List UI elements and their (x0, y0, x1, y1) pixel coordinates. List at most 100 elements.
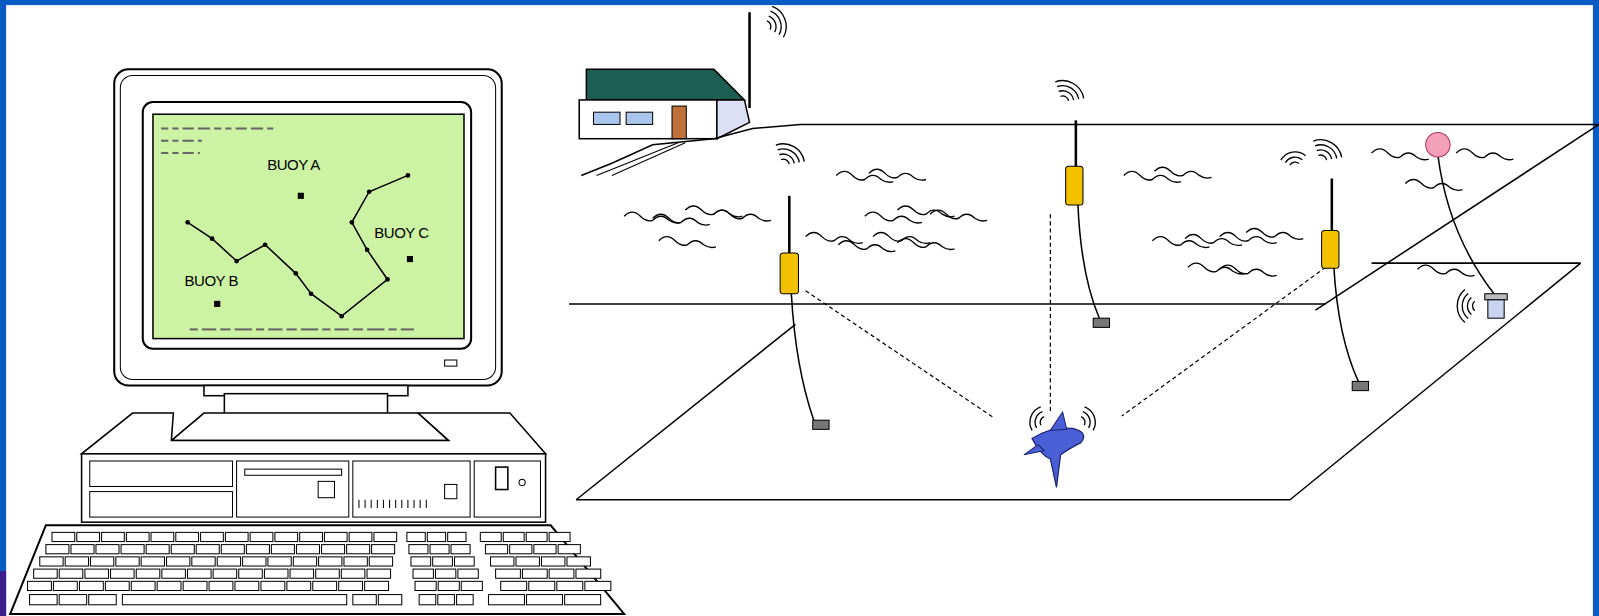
keyboard-key (296, 545, 319, 554)
vent-slot (414, 500, 415, 508)
screen-text-mark (172, 127, 178, 129)
buoy-label: BUOY A (267, 157, 320, 172)
keyboard-key (480, 532, 501, 541)
shark-fin (1024, 445, 1044, 455)
keyboard-key (496, 569, 521, 578)
screen-text-mark (172, 140, 178, 142)
keyboard-key (527, 595, 563, 605)
keyboard-key (485, 545, 507, 554)
background (6, 5, 1593, 616)
signal-arc (1281, 152, 1306, 160)
screen-text-mark (198, 127, 210, 129)
wave-mark (873, 233, 930, 244)
keyboard-key (221, 545, 244, 554)
signal-arc (1040, 417, 1044, 426)
keyboard-key (59, 569, 83, 578)
seabed-edge (576, 324, 795, 499)
buoy-body (1322, 230, 1339, 268)
keyboard-key (516, 557, 539, 566)
keyboard-key (250, 532, 273, 541)
keyboard-key (558, 545, 580, 554)
signal-arc (1317, 150, 1332, 159)
keyboard-key (151, 532, 174, 541)
screen-text-mark (225, 127, 231, 129)
keyboard-key (176, 532, 199, 541)
keyboard-key (427, 532, 445, 541)
keyboard-key (419, 595, 436, 605)
wave-mark (653, 214, 710, 225)
surface-float (1426, 133, 1450, 157)
screen-text-mark (190, 328, 198, 330)
keyboard-key (488, 595, 524, 605)
keyboard-key (30, 595, 58, 605)
anchor-weight (813, 420, 829, 429)
power-switch (496, 467, 508, 489)
keyboard-key (413, 569, 433, 578)
keyboard-key (567, 557, 590, 566)
keyboard (10, 525, 624, 614)
keyboard-key (461, 581, 482, 590)
track-points (185, 173, 410, 318)
house-door (672, 106, 686, 139)
keyboard-key (316, 569, 340, 578)
wave-mark (1246, 228, 1303, 239)
keyboard-key (146, 545, 169, 554)
vent-slot (358, 500, 359, 508)
track-point (263, 242, 268, 247)
monitor-base (171, 413, 448, 441)
keyboard-key (59, 595, 87, 605)
keyboard-key (407, 532, 425, 541)
keyboard-key (126, 532, 149, 541)
keyboard-key (121, 545, 144, 554)
signal-arc (1313, 140, 1341, 158)
signal-arc (1059, 91, 1074, 100)
screen-text-mark (235, 328, 252, 330)
shore-antenna (748, 12, 751, 108)
signal-arc (1055, 81, 1083, 99)
keyboard-key (503, 532, 524, 541)
signal-arc (1467, 297, 1471, 314)
keyboard-key (451, 545, 470, 554)
keyboard-key (213, 569, 237, 578)
keyboard-key (40, 557, 63, 566)
keyboard-key (565, 595, 601, 605)
screen-text-mark (214, 127, 221, 129)
signal-waves (767, 6, 1475, 430)
seabed-edge (576, 499, 1290, 501)
keyboard-key (90, 557, 113, 566)
keyboard-key (455, 557, 475, 566)
keyboard-key (201, 532, 224, 541)
buoy-label: BUOY B (185, 273, 238, 288)
buoy-marker (214, 301, 220, 307)
keyboard-key (136, 569, 160, 578)
wave-mark (897, 239, 954, 250)
vent-slot (420, 500, 421, 508)
wave-mark (1154, 167, 1211, 178)
keyboard-key (77, 532, 100, 541)
signal-arc (1030, 407, 1041, 430)
keyboard-key (167, 557, 190, 566)
track-point (293, 271, 298, 276)
keyboard-key (491, 557, 514, 566)
keyboard-key (71, 545, 94, 554)
wave-mark (806, 233, 863, 244)
vent-slot (377, 500, 378, 508)
seabed-instrument (1488, 300, 1504, 318)
signal-arc (781, 159, 789, 164)
keyboard-key (378, 595, 401, 605)
acoustic-paths (806, 214, 1326, 418)
wave-mark (869, 169, 926, 180)
keyboard-key (85, 569, 109, 578)
buoy-label: BUOY C (374, 225, 428, 240)
shore-path (597, 143, 679, 176)
wave-mark (1188, 263, 1245, 274)
track-point (210, 236, 215, 241)
keyboard-key (287, 581, 311, 590)
keyboard-key (341, 569, 365, 578)
screen-text-mark (161, 152, 168, 154)
keyboard-keys (28, 532, 611, 604)
screen-text-mark (202, 328, 216, 330)
screen-text-mark (183, 140, 194, 142)
signal-arc (1057, 86, 1079, 99)
keyboard-key (549, 569, 574, 578)
